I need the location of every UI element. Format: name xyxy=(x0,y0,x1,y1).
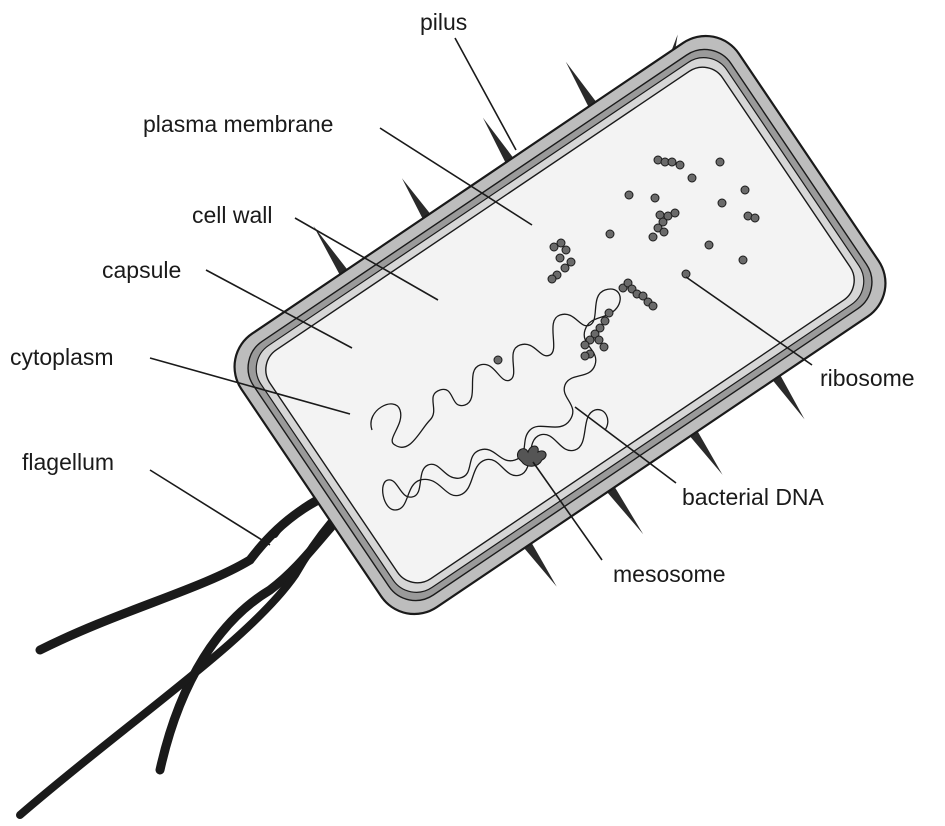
pilus-leader xyxy=(455,38,516,150)
ribosome-dot xyxy=(676,161,684,169)
ribosome-dot xyxy=(651,194,659,202)
ribosome-dot xyxy=(682,270,690,278)
mesosome-label: mesosome xyxy=(613,561,725,587)
ribosome-dot xyxy=(705,241,713,249)
ribosome-dot xyxy=(739,256,747,264)
bacterial-dna-label: bacterial DNA xyxy=(682,484,825,510)
ribosome-label: ribosome xyxy=(820,365,915,391)
ribosome-dot xyxy=(625,191,633,199)
capsule-label: capsule xyxy=(102,257,181,283)
ribosome-dot xyxy=(718,199,726,207)
ribosome-dot xyxy=(751,214,759,222)
ribosome-dot xyxy=(567,258,575,266)
ribosome-dot xyxy=(605,309,613,317)
ribosome-dot xyxy=(606,230,614,238)
ribosome-dot xyxy=(600,343,608,351)
ribosome-dot xyxy=(581,341,589,349)
cell-wall-label: cell wall xyxy=(192,202,273,228)
ribosome-dot xyxy=(741,186,749,194)
flagellum-leader xyxy=(150,470,270,545)
ribosome-dot xyxy=(556,254,564,262)
ribosome-dot xyxy=(557,239,565,247)
ribosome-dot xyxy=(649,233,657,241)
ribosome-dot xyxy=(660,228,668,236)
ribosome-dot xyxy=(601,317,609,325)
ribosome-dot xyxy=(561,264,569,272)
ribosome-dot xyxy=(494,356,502,364)
ribosome-dot xyxy=(716,158,724,166)
ribosome-dot xyxy=(562,246,570,254)
pilus-label: pilus xyxy=(420,9,467,35)
ribosome-dot xyxy=(548,275,556,283)
plasma-membrane-label: plasma membrane xyxy=(143,111,333,137)
ribosome-dot xyxy=(668,158,676,166)
ribosome-dot xyxy=(671,209,679,217)
flagellum xyxy=(20,480,378,815)
ribosome-dot xyxy=(595,336,603,344)
cytoplasm-label: cytoplasm xyxy=(10,344,114,370)
flagellum-label: flagellum xyxy=(22,449,114,475)
ribosome-dot xyxy=(688,174,696,182)
ribosome-dot xyxy=(581,352,589,360)
ribosome-dot xyxy=(649,302,657,310)
